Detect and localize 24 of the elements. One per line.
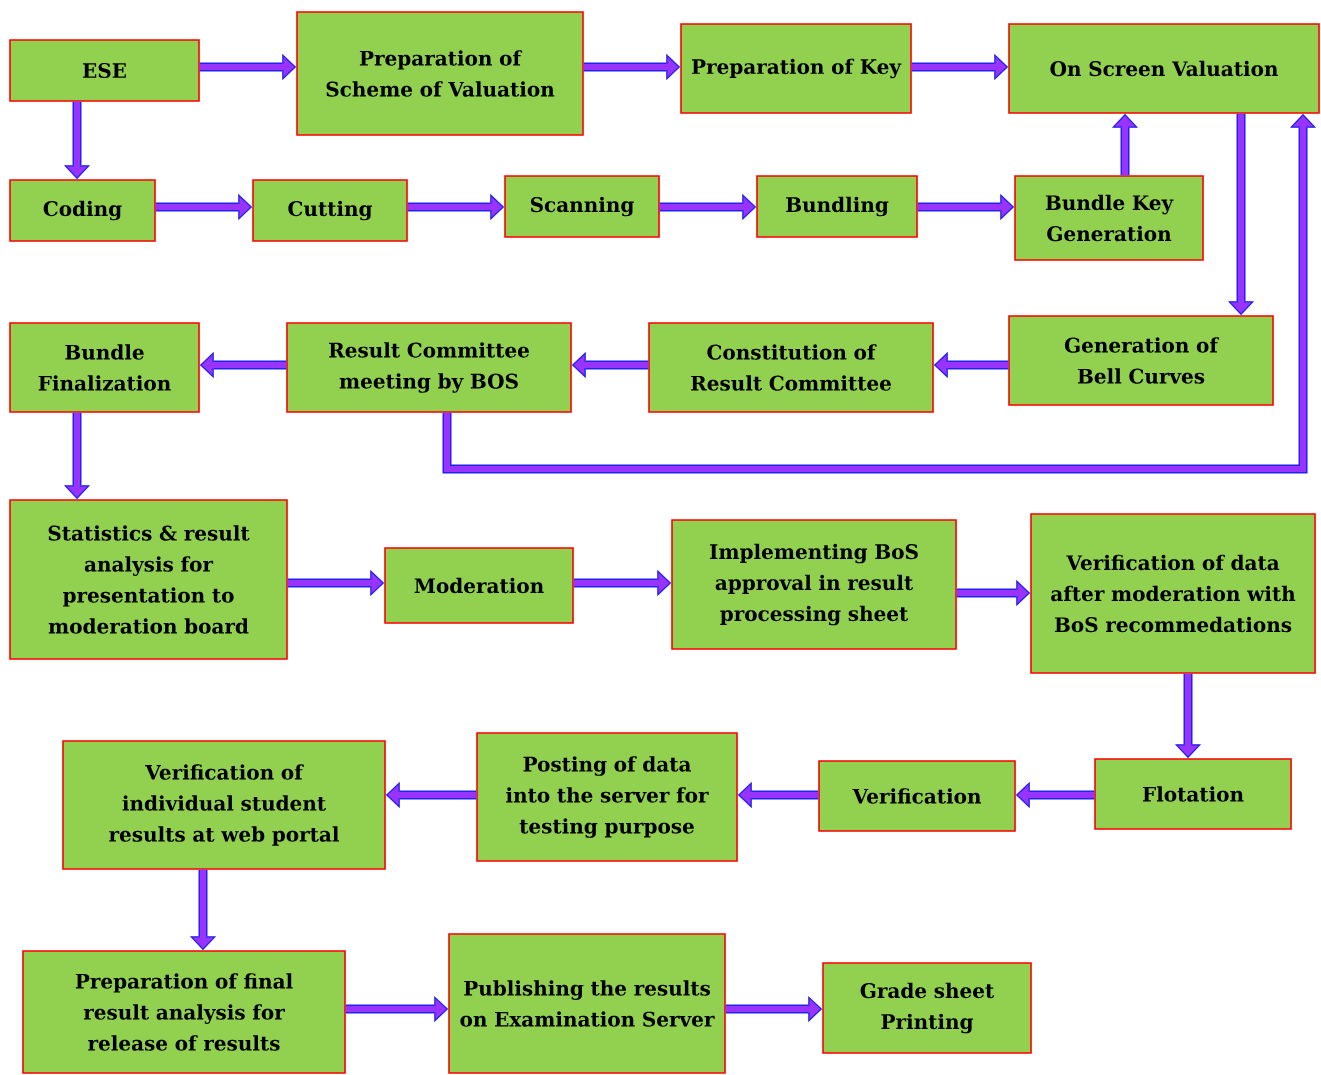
process-box: ESE xyxy=(9,39,200,102)
process-box: Verification xyxy=(818,760,1016,832)
process-box: Generation of Bell Curves xyxy=(1008,315,1274,406)
process-box: Preparation of Key xyxy=(680,23,912,114)
process-box: Result Committee meeting by BOS xyxy=(286,322,572,413)
process-box: Bundle Key Generation xyxy=(1014,175,1204,261)
process-box: Verification of data after moderation with BoS recommedations xyxy=(1030,513,1316,674)
process-box: Verification of individual student results at web portal xyxy=(62,740,386,870)
process-box: Implementing BoS approval in result processing sheet xyxy=(671,519,957,650)
process-box: On Screen Valuation xyxy=(1008,23,1320,114)
process-box: Constitution of Result Committee xyxy=(648,322,934,413)
process-box: Grade sheet Printing xyxy=(822,962,1032,1054)
process-box: Bundle Finalization xyxy=(9,322,200,413)
process-box: Moderation xyxy=(384,547,574,624)
process-box: Preparation of final result analysis for release of results xyxy=(22,950,346,1074)
process-box: Statistics & result analysis for presentation to moderation board xyxy=(9,499,288,660)
process-box: Publishing the results on Examination Server xyxy=(448,933,726,1074)
process-box: Preparation of Scheme of Valuation xyxy=(296,11,584,136)
process-box: Bundling xyxy=(756,175,918,238)
process-box: Coding xyxy=(9,179,156,242)
process-box: Flotation xyxy=(1094,758,1292,830)
process-box: Cutting xyxy=(252,179,408,242)
process-box: Scanning xyxy=(504,175,660,238)
process-box: Posting of data into the server for testing purpose xyxy=(476,732,738,862)
